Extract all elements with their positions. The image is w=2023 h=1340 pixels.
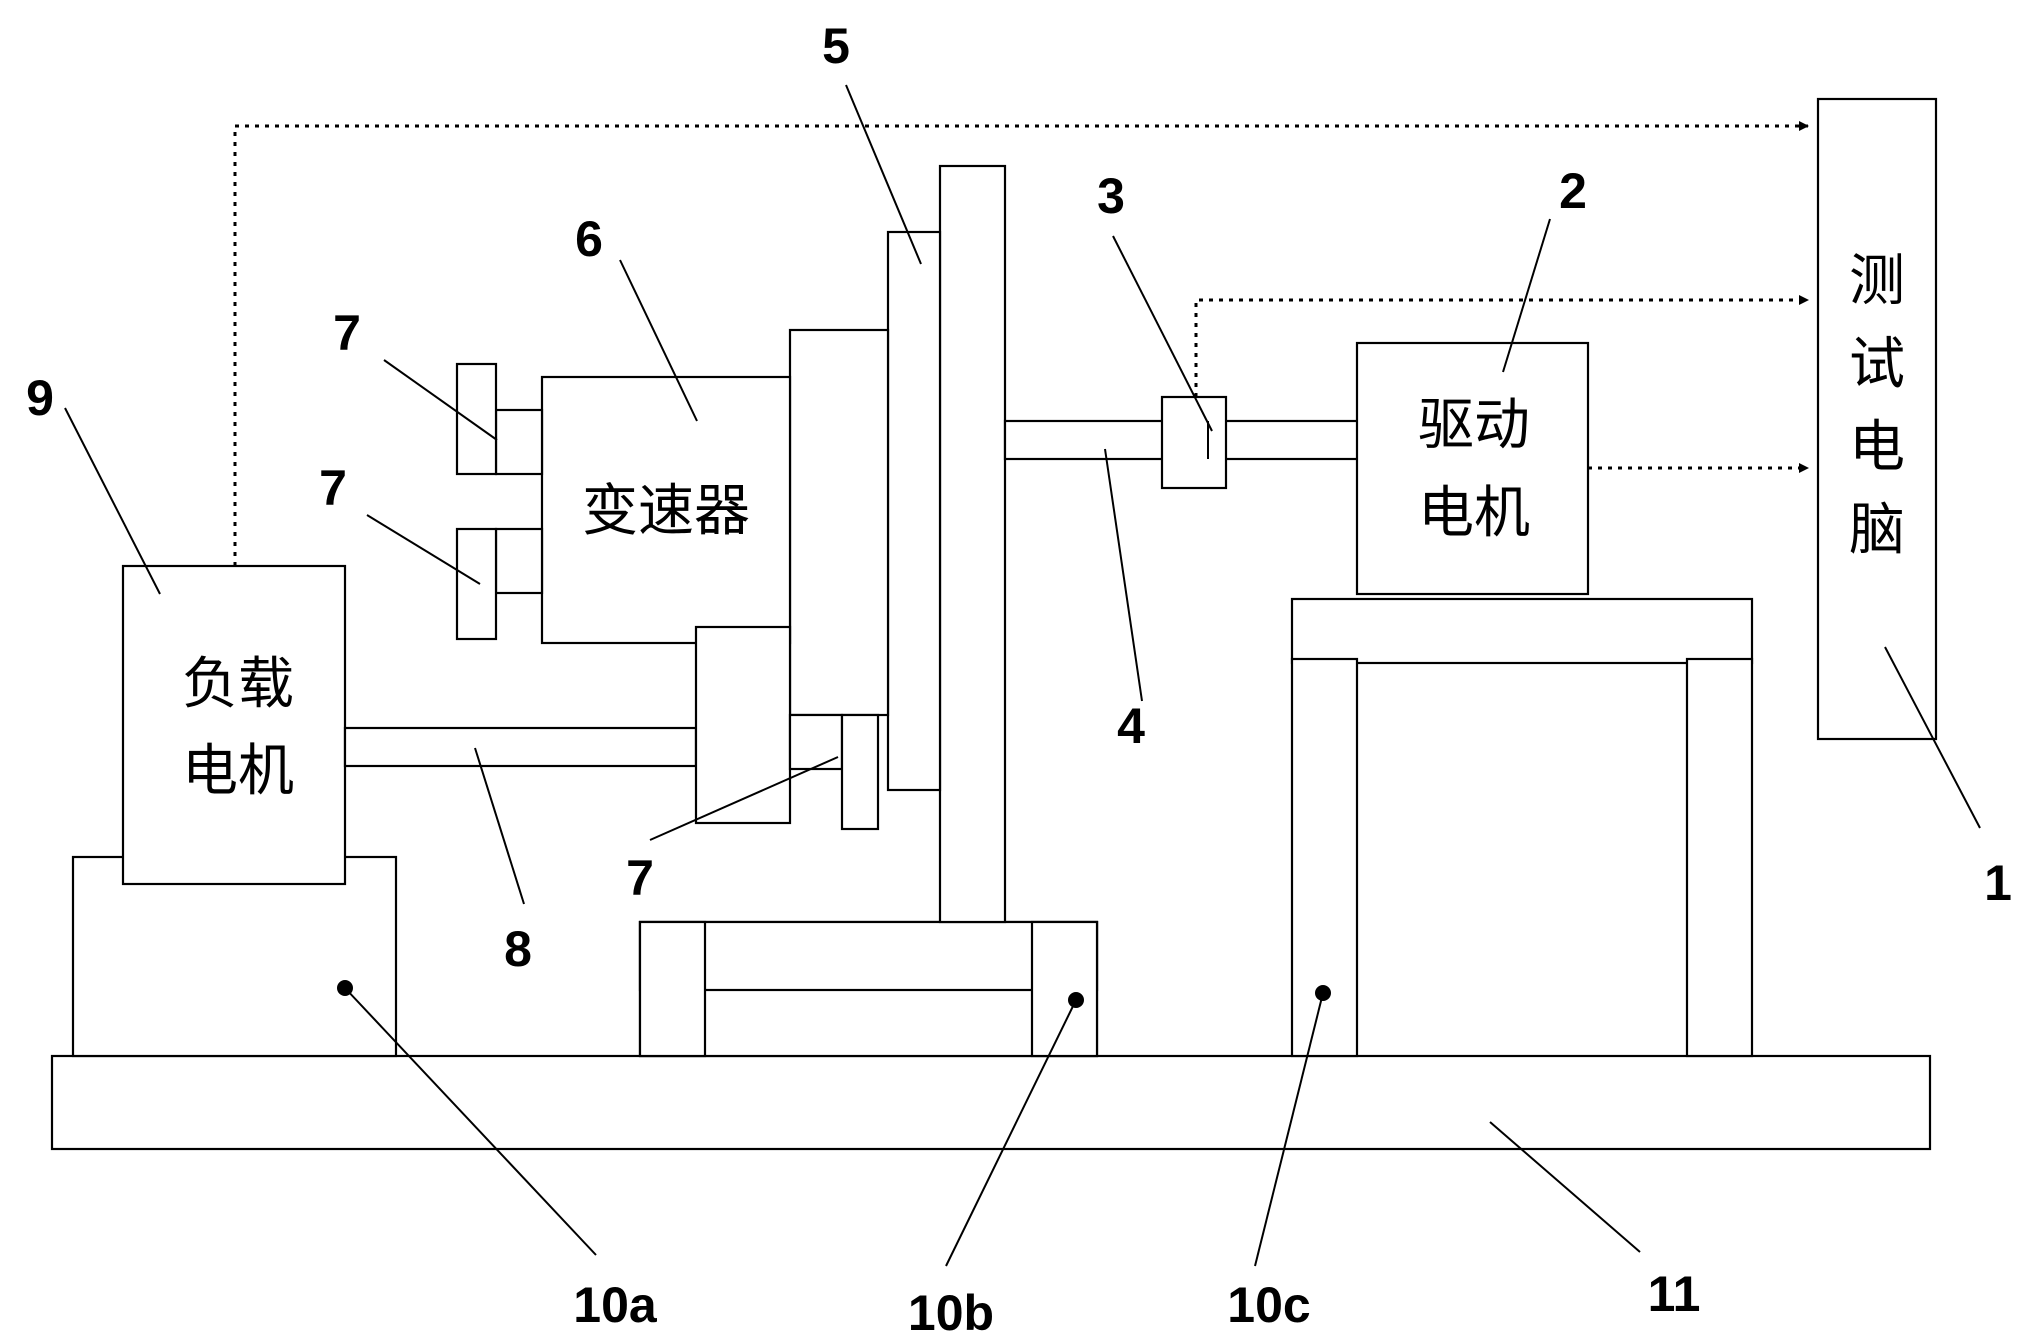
leader-10c (1254, 992, 1324, 1267)
drive-motor-support-right-leg (1685, 657, 1754, 1058)
leader-8 (474, 747, 525, 905)
leader-7-upper (383, 359, 498, 441)
middle-support-right-leg (1030, 920, 1099, 1058)
test-computer (1816, 97, 1938, 741)
ref-number-5: 5 (822, 18, 850, 74)
gearbox-output-housing (694, 625, 792, 825)
load-motor-label-line1: 负载 (182, 652, 294, 717)
ref-number-10a: 10a (573, 1277, 658, 1333)
ref-number-10c: 10c (1227, 1277, 1310, 1333)
ref-number-1: 1 (1984, 855, 2012, 911)
base-plate (50, 1054, 1932, 1151)
ref-number-11: 11 (1648, 1266, 1701, 1322)
mounting-plate (886, 230, 942, 792)
leader-3 (1112, 235, 1213, 432)
test-computer-label-char1: 测 (1849, 249, 1905, 314)
signal-line-load-motor-to-pc (233, 121, 1809, 566)
gearbox (540, 375, 792, 645)
leader-1 (1884, 646, 1981, 829)
leader-6 (619, 259, 698, 422)
output-shaft (343, 726, 698, 768)
ref-number-7-lower: 7 (626, 850, 654, 906)
load-motor (121, 564, 347, 886)
upright-column (938, 164, 1007, 924)
torque-sensor (1160, 395, 1228, 490)
drive-motor-label-line2: 电机 (1418, 481, 1530, 546)
ref-number-4: 4 (1117, 698, 1145, 754)
leader-11 (1489, 1121, 1641, 1253)
drive-motor-label-line1: 驱动 (1418, 393, 1530, 458)
ref-number-7-middle: 7 (319, 460, 347, 516)
sensor-middle (455, 527, 498, 641)
ref-number-6: 6 (575, 211, 603, 267)
ref-number-2: 2 (1559, 163, 1587, 219)
test-computer-label-char4: 脑 (1849, 498, 1905, 563)
leader-10a (344, 987, 597, 1256)
leader-10b (945, 999, 1077, 1267)
leader-7-lower (649, 756, 839, 841)
leader-5 (845, 84, 922, 265)
sensor-upper (455, 362, 498, 476)
test-computer-label-char3: 电 (1849, 415, 1905, 480)
middle-support-top-beam (638, 920, 1099, 992)
load-motor-label-line2: 电机 (182, 739, 294, 804)
signal-line-torque-sensor-to-pc (1194, 295, 1809, 397)
drive-motor (1355, 341, 1590, 596)
sensor-middle-stem (494, 527, 544, 595)
test-computer-label-char2: 试 (1849, 332, 1905, 397)
ref-number-3: 3 (1097, 168, 1125, 224)
leader-7-middle (366, 514, 481, 585)
leader-2 (1502, 218, 1551, 373)
sensor-upper-stem (494, 408, 544, 476)
ref-number-7-upper: 7 (333, 305, 361, 361)
sensor-lower-stem (788, 713, 844, 771)
ref-number-8: 8 (504, 921, 532, 977)
leader-4 (1104, 448, 1143, 702)
ref-number-9: 9 (26, 370, 54, 426)
load-motor-support (71, 855, 398, 1058)
ref-number-10b: 10b (908, 1285, 994, 1340)
middle-support-left-leg (638, 920, 707, 1058)
drive-motor-support-top (1290, 597, 1754, 665)
gearbox-label: 变速器 (582, 479, 750, 544)
sensor-lower (840, 713, 880, 831)
gearbox-housing-flange (788, 328, 890, 717)
leader-9 (64, 407, 161, 595)
